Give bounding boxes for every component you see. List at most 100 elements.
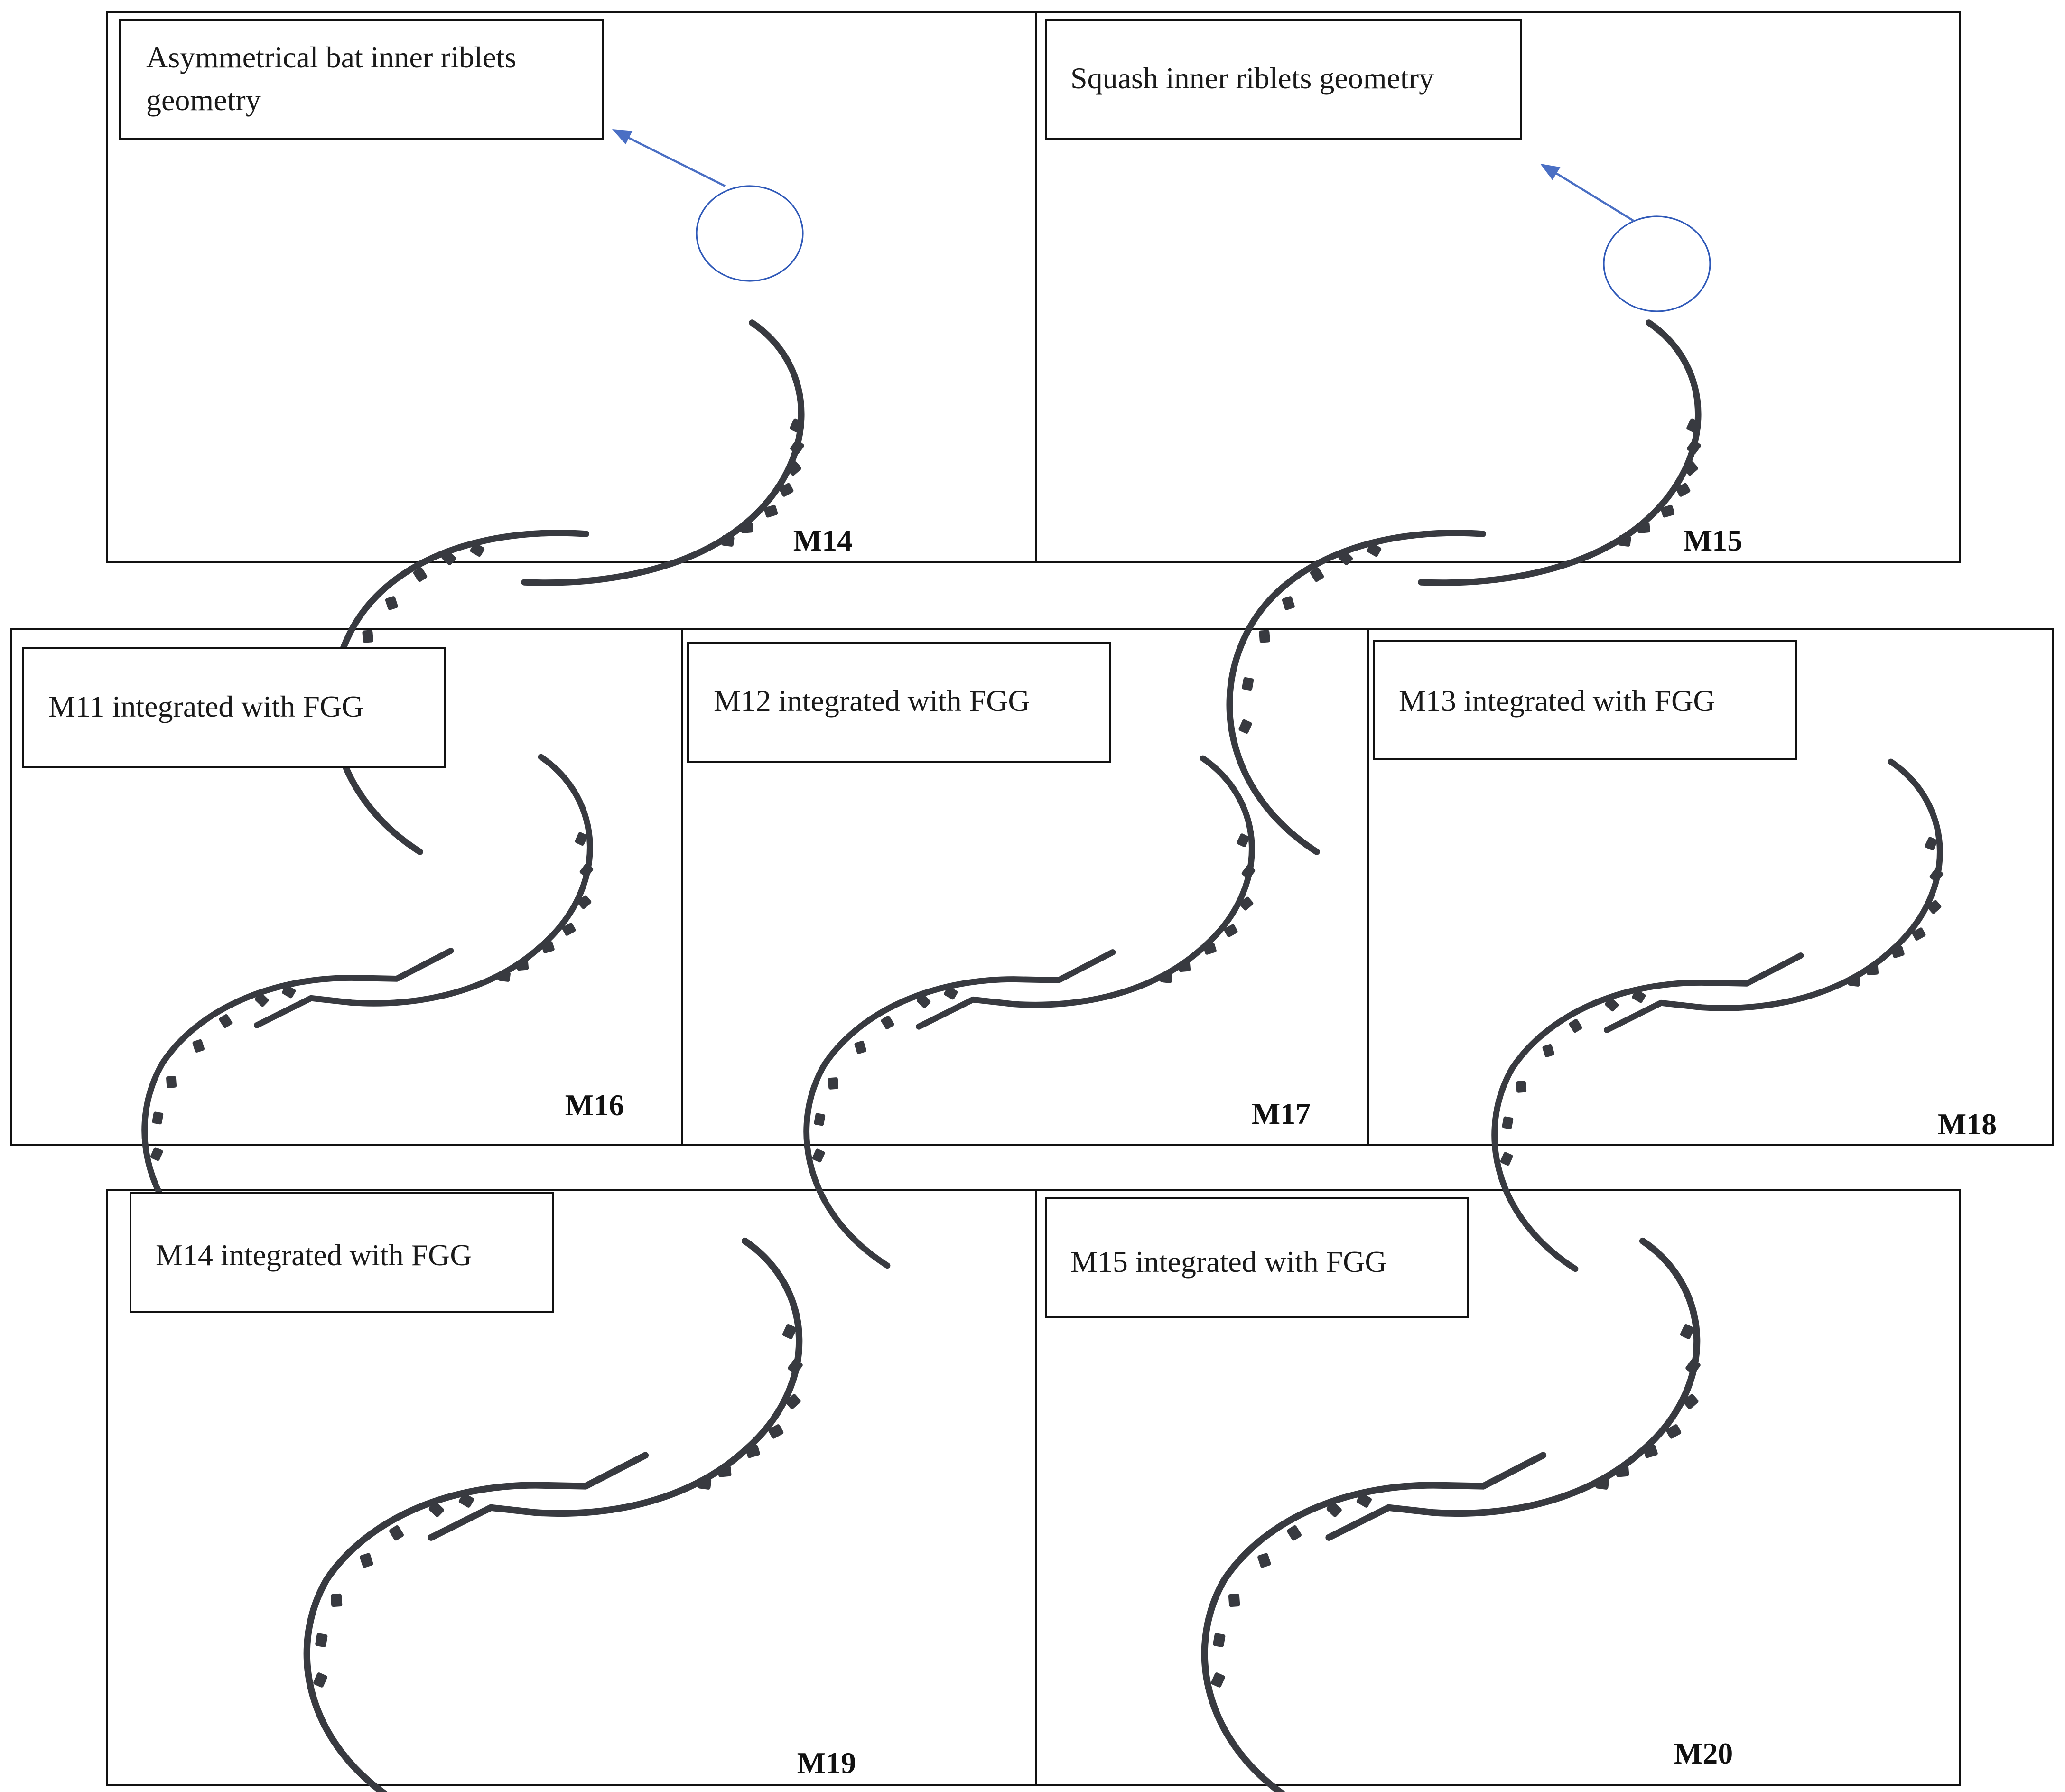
- riblet: [782, 1324, 797, 1339]
- arrow-head-icon: [612, 129, 633, 145]
- riblet: [577, 895, 592, 909]
- riblet: [458, 1493, 474, 1508]
- riblet: [698, 1477, 712, 1490]
- riblet: [516, 960, 529, 971]
- caption-box: [1045, 1197, 1469, 1318]
- highlight-circle: [696, 185, 804, 282]
- riblet: [1685, 1359, 1701, 1374]
- caption-box: [119, 19, 604, 140]
- left-blade: [1491, 952, 1804, 1272]
- riblet: [1211, 1672, 1225, 1688]
- riblet: [360, 1553, 373, 1568]
- riblet: [1259, 630, 1270, 643]
- riblet: [575, 832, 588, 846]
- caption-box: [1045, 19, 1522, 140]
- riblet: [1203, 943, 1217, 955]
- panels-layer: Asymmetrical bat inner ribletsgeometryM1…: [22, 19, 1997, 1792]
- riblet: [1637, 522, 1650, 533]
- riblet: [1310, 567, 1324, 582]
- savonius-rotor: [141, 754, 594, 1268]
- riblet: [1356, 1493, 1372, 1508]
- riblet: [1160, 972, 1172, 983]
- riblet: [1684, 461, 1698, 476]
- riblet: [1675, 483, 1691, 497]
- riblet: [219, 1014, 233, 1028]
- riblet: [1595, 1477, 1609, 1490]
- riblet: [579, 863, 594, 878]
- riblet: [1213, 1633, 1226, 1647]
- savonius-rotor: [1226, 319, 1702, 855]
- riblet: [828, 1077, 839, 1090]
- row-1-frame: [106, 11, 1961, 563]
- right-blade: [428, 1237, 803, 1541]
- riblet: [1660, 504, 1675, 518]
- panel-m18: M13 integrated with FGG M18: [1373, 640, 1997, 1272]
- riblet: [470, 542, 485, 557]
- riblet: [1866, 964, 1879, 976]
- riblet: [1569, 1018, 1582, 1033]
- model-label: M17: [1252, 1097, 1311, 1130]
- riblet: [814, 1113, 826, 1126]
- riblet: [1237, 833, 1250, 848]
- riblet: [1257, 1553, 1271, 1568]
- caption-line: M12 integrated with FGG: [714, 684, 1030, 718]
- riblet: [1618, 535, 1631, 547]
- riblet: [1891, 946, 1905, 958]
- right-blade: [521, 319, 805, 586]
- riblet: [1848, 976, 1860, 987]
- riblet: [1542, 1044, 1555, 1057]
- riblet: [166, 1076, 177, 1088]
- riblet: [779, 483, 794, 497]
- riblet: [717, 1465, 732, 1477]
- right-blade: [916, 755, 1255, 1030]
- riblet: [282, 985, 296, 999]
- riblet: [917, 994, 931, 1008]
- riblet: [1238, 719, 1252, 734]
- riblet: [1178, 961, 1191, 972]
- arrow-head-icon: [1540, 164, 1561, 180]
- riblet: [562, 923, 576, 936]
- riblet: [1615, 1465, 1629, 1477]
- highlight-circle: [1603, 215, 1711, 312]
- caption-line: M13 integrated with FGG: [1399, 684, 1715, 718]
- riblet: [1502, 1116, 1514, 1129]
- row-3-frame: [106, 1189, 1961, 1786]
- caption-box: [130, 1192, 554, 1313]
- callout-arrow: [1546, 167, 1635, 222]
- savonius-rotor: [1491, 758, 1944, 1272]
- riblet: [1228, 1593, 1240, 1607]
- riblet: [441, 551, 456, 565]
- riblet: [1239, 896, 1254, 911]
- riblet: [944, 986, 958, 1000]
- riblet: [1632, 989, 1646, 1003]
- panel-m17: M12 integrated with FGG M17: [687, 642, 1311, 1269]
- riblet: [1287, 1525, 1302, 1541]
- riblet: [362, 630, 373, 643]
- model-label: M19: [797, 1746, 856, 1780]
- right-blade: [1325, 1237, 1701, 1541]
- riblet: [1686, 439, 1702, 455]
- model-label: M18: [1938, 1107, 1997, 1141]
- riblet: [1683, 1394, 1699, 1409]
- riblet: [1241, 865, 1256, 879]
- riblet: [1338, 551, 1353, 565]
- left-blade: [329, 530, 589, 855]
- riblet: [152, 1111, 164, 1125]
- riblet: [315, 1633, 328, 1647]
- right-blade: [1604, 758, 1943, 1033]
- riblet: [721, 535, 735, 547]
- caption-line: Asymmetrical bat inner riblets: [146, 40, 516, 74]
- riblet: [1367, 542, 1382, 557]
- riblet: [330, 1593, 343, 1607]
- row-2-frame: [10, 628, 2054, 1146]
- savonius-rotor: [803, 755, 1256, 1269]
- caption-line: M15 integrated with FGG: [1070, 1245, 1387, 1279]
- left-blade: [1226, 530, 1486, 855]
- riblet: [1605, 998, 1619, 1012]
- riblet: [413, 567, 428, 582]
